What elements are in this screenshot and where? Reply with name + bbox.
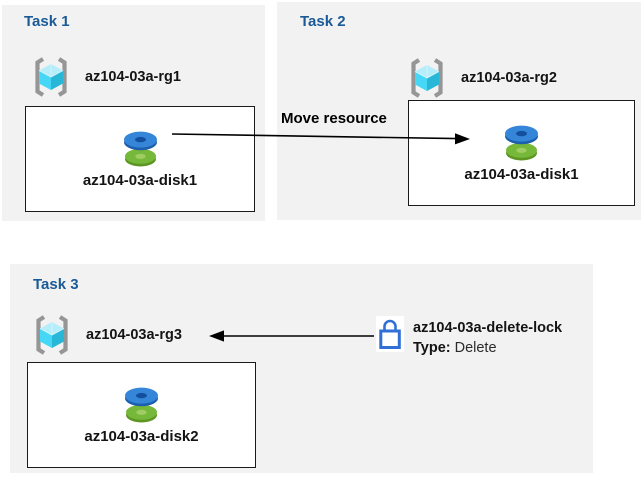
task2-title: Task 2 (300, 13, 346, 30)
delete-lock-name: az104-03a-delete-lock (413, 320, 563, 336)
disk-label: az104-03a-disk1 (82, 172, 198, 189)
resource-group-icon (30, 313, 74, 357)
task2-resource-box: az104-03a-disk1 (408, 100, 635, 206)
task2-panel: Task 2 az104-03a-rg2 az104-03a-disk1 (277, 2, 641, 220)
resource-group-label: az104-03a-rg2 (461, 70, 557, 86)
disk-label: az104-03a-disk1 (464, 166, 579, 183)
task3-panel: Task 3 az104-03a-rg3 az104-03a-disk2 (10, 264, 593, 473)
resource-group-label: az104-03a-rg1 (85, 69, 181, 85)
lock-type-value: Delete (454, 340, 497, 356)
disk-icon (125, 387, 158, 423)
lock-type-label: Type: (413, 340, 451, 356)
task3-resource-box: az104-03a-disk2 (27, 362, 256, 468)
task1-panel: Task 1 az104-03a-rg1 az104-03a-disk1 (2, 5, 265, 221)
task1-resource-box: az104-03a-disk1 (25, 106, 255, 212)
delete-lock-text: az104-03a-delete-lock Type:Delete (413, 318, 562, 358)
disk-icon (123, 131, 157, 167)
task1-resource-group: az104-03a-rg1 (29, 55, 181, 99)
disk-label: az104-03a-disk2 (84, 428, 199, 445)
resource-group-icon (29, 55, 73, 99)
lock-icon (379, 319, 401, 349)
task3-title: Task 3 (33, 276, 79, 293)
resource-group-icon (405, 56, 449, 100)
delete-lock-type: Type:Delete (413, 338, 562, 358)
disk-icon (505, 125, 538, 161)
task2-resource-group: az104-03a-rg2 (405, 56, 557, 100)
task3-resource-group: az104-03a-rg3 (30, 313, 182, 357)
delete-lock-icon-container (376, 316, 404, 352)
resource-group-label: az104-03a-rg3 (86, 327, 182, 343)
move-resource-label: Move resource (281, 110, 387, 127)
task1-title: Task 1 (24, 13, 70, 30)
